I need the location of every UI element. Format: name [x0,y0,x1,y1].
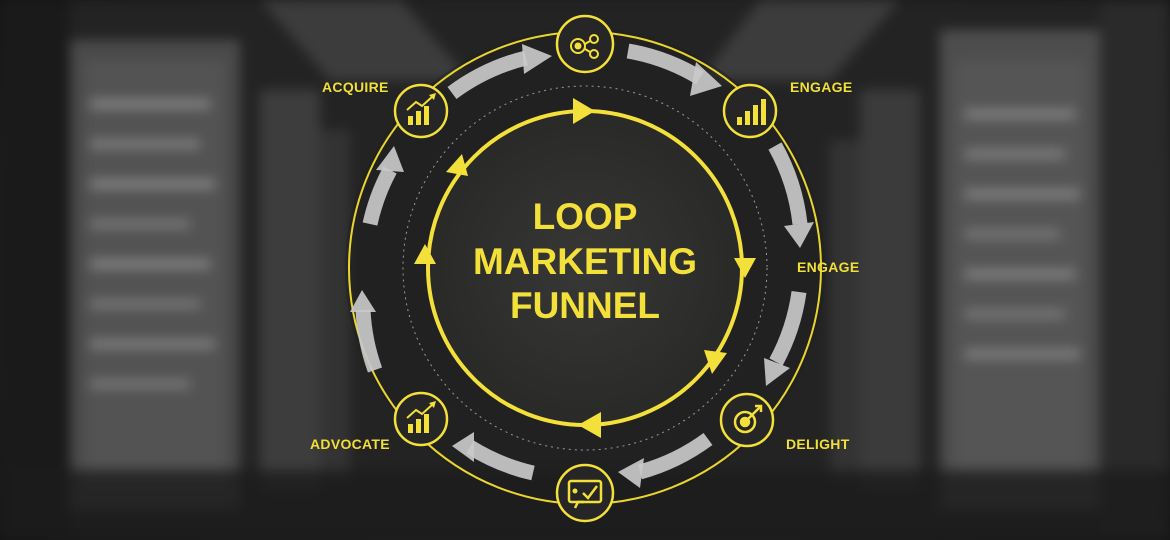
arrowhead-1 [522,44,552,74]
label-advocate: ADVOCATE [310,436,390,452]
growth-chart-icon [406,93,436,125]
node-advocate [393,391,449,447]
growth-chart-icon [406,401,436,433]
arrowhead-8 [376,146,404,172]
target-pointer-icon [733,404,763,434]
label-engage-right: ENGAGE [797,259,859,275]
inner-arrow-top [573,98,595,124]
title-line-3: FUNNEL [510,285,660,326]
inner-loop-arrows [414,98,756,438]
node-acquire [393,83,449,139]
arrow-advocate-up [355,309,383,373]
arrowhead-5 [618,458,644,488]
arrowhead-3 [784,222,814,248]
node-top [555,14,615,74]
arrow-delight-to-bottom [637,432,713,480]
inner-arrow-right [734,258,756,278]
node-engage-top [722,83,778,139]
title-line-2: MARKETING [473,241,697,282]
label-engage-top: ENGAGE [790,79,852,95]
arrowhead-6 [452,432,474,462]
inner-core [428,111,742,425]
node-delight [719,392,775,448]
inner-arrow-lower-right [704,350,727,374]
label-delight: DELIGHT [786,436,850,452]
arrowhead-7 [350,290,376,312]
outer-flow-arrows [355,43,808,481]
gears-icon [570,34,599,59]
bar-chart-icon [737,99,766,125]
arrow-engage-to-engage [768,142,808,225]
node-bottom [555,463,615,523]
title-line-1: LOOP [533,196,638,237]
outer-arrow-heads [350,44,814,488]
arrow-acquire-to-top [447,50,528,100]
inner-arrow-left [414,244,436,264]
inner-arrow-bottom [578,412,601,438]
label-acquire: ACQUIRE [322,79,389,95]
arrowhead-2 [690,62,722,96]
inner-arrow-upper-left [446,154,468,176]
chat-check-icon [567,479,603,509]
arrow-left-up [362,166,397,226]
dotted-ring [402,85,768,451]
arrow-engage-to-delight [769,290,807,366]
arrowhead-4 [764,358,790,386]
